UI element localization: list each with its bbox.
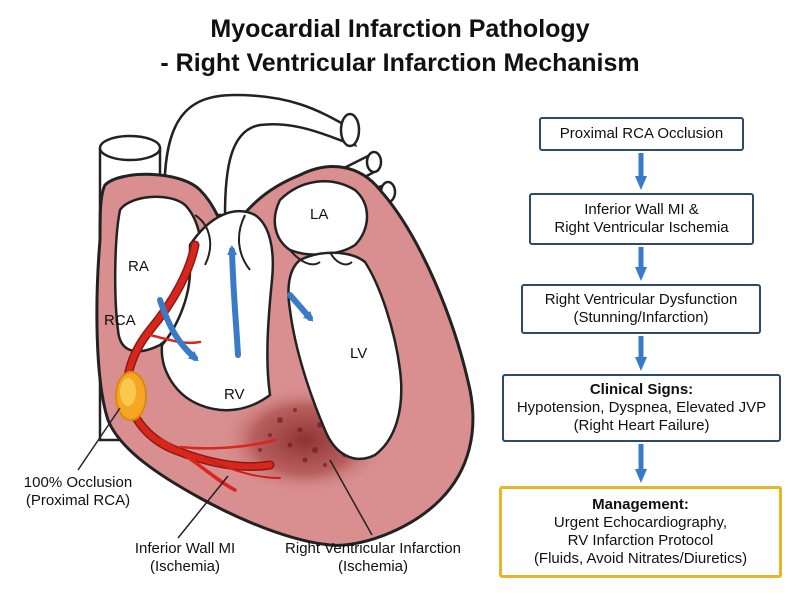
rvi-leader (329, 459, 373, 536)
aorta (163, 93, 361, 217)
occlusion-marker (115, 371, 147, 421)
flow-arrows (157, 245, 314, 362)
inferior-wall-leader (177, 475, 229, 539)
flow-arrow-ra-to-rv (157, 297, 199, 362)
flow-step-5-line2: RV Infarction Protocol (567, 532, 714, 549)
flow-step-4-heading: Clinical Signs: (589, 381, 694, 398)
callout-occlusion: 100% Occlusion (Proximal RCA) (12, 474, 144, 510)
flow-step-clinical-signs: Clinical Signs: Hypotension, Dyspnea, El… (502, 374, 781, 442)
left-atrium-cavity (273, 180, 369, 256)
valve-leaflets (194, 214, 353, 271)
flow-step-1-line1: Proximal RCA Occlusion (559, 125, 724, 142)
flow-step-2-line2: Right Ventricular Ischemia (554, 219, 729, 236)
flow-step-management: Management: Urgent Echocardiography, RV … (499, 486, 782, 578)
flow-arrow-la-to-lv (287, 292, 314, 322)
label-rca: RCA (104, 312, 136, 329)
callout-occlusion-line1: 100% Occlusion (23, 474, 133, 491)
label-ra: RA (128, 258, 149, 275)
callout-rvi-line2: (Ischemia) (337, 558, 408, 575)
flow-step-4-line2: (Right Heart Failure) (573, 417, 710, 434)
callout-inferior-wall: Inferior Wall MI (Ischemia) (110, 540, 260, 576)
flow-step-rv-dysfunction: Right Ventricular Dysfunction (Stunning/… (521, 284, 761, 334)
flow-step-5-line3: (Fluids, Avoid Nitrates/Diuretics) (533, 550, 748, 567)
flow-step-5-line1: Urgent Echocardiography, (553, 514, 728, 531)
flow-step-3-line1: Right Ventricular Dysfunction (544, 291, 738, 308)
left-ventricle-cavity (287, 251, 403, 461)
flow-step-inferior-mi: Inferior Wall MI & Right Ventricular Isc… (529, 193, 754, 245)
flow-step-rca-occlusion: Proximal RCA Occlusion (539, 117, 744, 151)
callout-inferior-line1: Inferior Wall MI (134, 540, 236, 557)
diagram-title: Myocardial Infarction Pathology - Right … (0, 12, 800, 80)
flow-step-4-line1: Hypotension, Dyspnea, Elevated JVP (516, 399, 767, 416)
callout-rvi-line1: Right Ventricular Infarction (285, 540, 461, 557)
flow-arrow-rv-to-pa (227, 245, 241, 358)
occlusion-leader (77, 407, 121, 471)
label-lv: LV (350, 345, 368, 362)
label-rv: RV (224, 386, 245, 403)
label-la: LA (310, 206, 329, 223)
callout-occlusion-line2: (Proximal RCA) (25, 492, 131, 509)
callout-inferior-line2: (Ischemia) (149, 558, 220, 575)
flow-step-2-line1: Inferior Wall MI & (584, 201, 699, 218)
flow-step-5-heading: Management: (592, 496, 689, 513)
flow-step-3-line2: (Stunning/Infarction) (573, 309, 709, 326)
callout-rv-infarction: Right Ventricular Infarction (Ischemia) (270, 540, 476, 576)
title-line-1: Myocardial Infarction Pathology (210, 15, 590, 43)
title-line-2: - Right Ventricular Infarction Mechanism (160, 49, 640, 77)
callout-leader-lines (77, 407, 373, 539)
